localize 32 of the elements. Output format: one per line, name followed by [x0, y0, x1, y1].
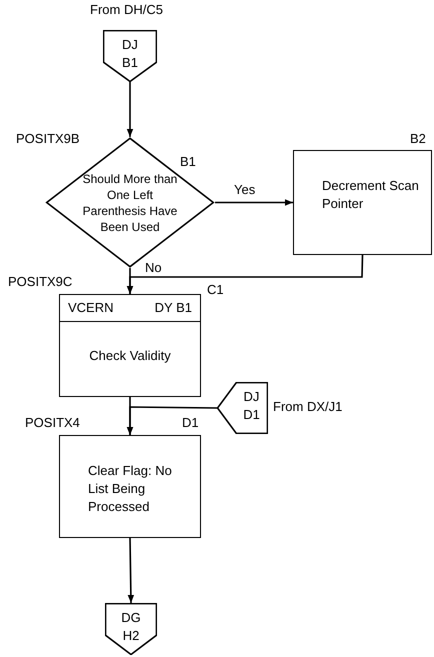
- arrow: [128, 538, 134, 604]
- process-box: [293, 150, 432, 255]
- node-caption: B2: [410, 131, 426, 147]
- off-page-connector: [105, 603, 157, 655]
- process-box: [59, 294, 201, 397]
- arrow: [215, 199, 293, 206]
- process-box: [59, 435, 201, 538]
- arrow: [126, 406, 217, 435]
- node-caption: POSITX9C: [8, 274, 72, 290]
- node-caption: POSITX9B: [16, 131, 80, 147]
- process-text: Clear Flag: No List Being Processed: [88, 462, 173, 516]
- node-caption: D1: [182, 415, 199, 431]
- arrow: [126, 82, 134, 137]
- process-text: Decrement Scan Pointer: [322, 177, 420, 213]
- chart-reference: DY B1: [154, 299, 192, 318]
- connector-label: D1: [243, 406, 260, 424]
- connector-label: DG: [121, 609, 141, 627]
- connector-label: DJ: [122, 36, 138, 54]
- node-caption: From DH/C5: [90, 2, 163, 18]
- connector-label: DJ: [244, 388, 260, 406]
- off-page-connector: [217, 382, 268, 434]
- module-name: VCERN: [68, 299, 114, 318]
- decision-text: Should More than One Left Parenthesis Have Been Used: [82, 170, 178, 234]
- arrow: [126, 254, 364, 294]
- process-text: Check Validity: [89, 347, 171, 366]
- node-caption: From DX/J1: [273, 399, 342, 415]
- connector-label: B1: [122, 54, 138, 72]
- node-caption: POSITX4: [25, 415, 80, 431]
- off-page-connector: [103, 30, 157, 82]
- node-caption: B1: [180, 154, 196, 170]
- node-caption: C1: [207, 282, 224, 298]
- connector-label: H2: [122, 627, 140, 645]
